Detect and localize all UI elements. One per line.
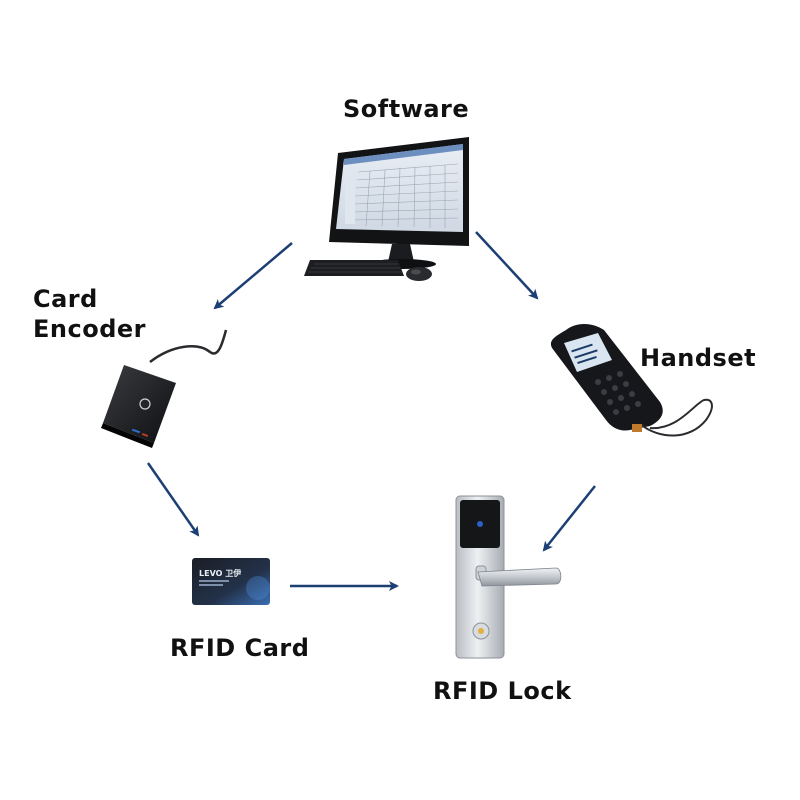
edge-encoder-to-card [146, 462, 200, 537]
node-label-rfid-card: RFID Card [170, 634, 310, 662]
node-label-rfid-lock: RFID Lock [433, 677, 572, 705]
rfid-card-brand: LEVO 卫伊 [199, 568, 241, 578]
rfid-card-icon: LEVO 卫伊 [192, 558, 270, 605]
card-encoder-icon [101, 329, 228, 448]
node-label-card-encoder-line1: Card [33, 285, 98, 313]
edge-software-to-encoder [213, 242, 293, 310]
door-lock-icon [455, 495, 562, 659]
edge-software-to-handset [475, 231, 539, 300]
node-label-card-encoder-line2: Encoder [33, 315, 146, 343]
edge-handset-to-lock [542, 485, 596, 552]
handheld-terminal-icon [550, 324, 713, 437]
node-label-handset: Handset [640, 344, 757, 372]
node-label-software: Software [343, 95, 470, 123]
desktop-computer-icon [304, 137, 469, 281]
node-label-card-encoder: Card Encoder [33, 284, 146, 344]
